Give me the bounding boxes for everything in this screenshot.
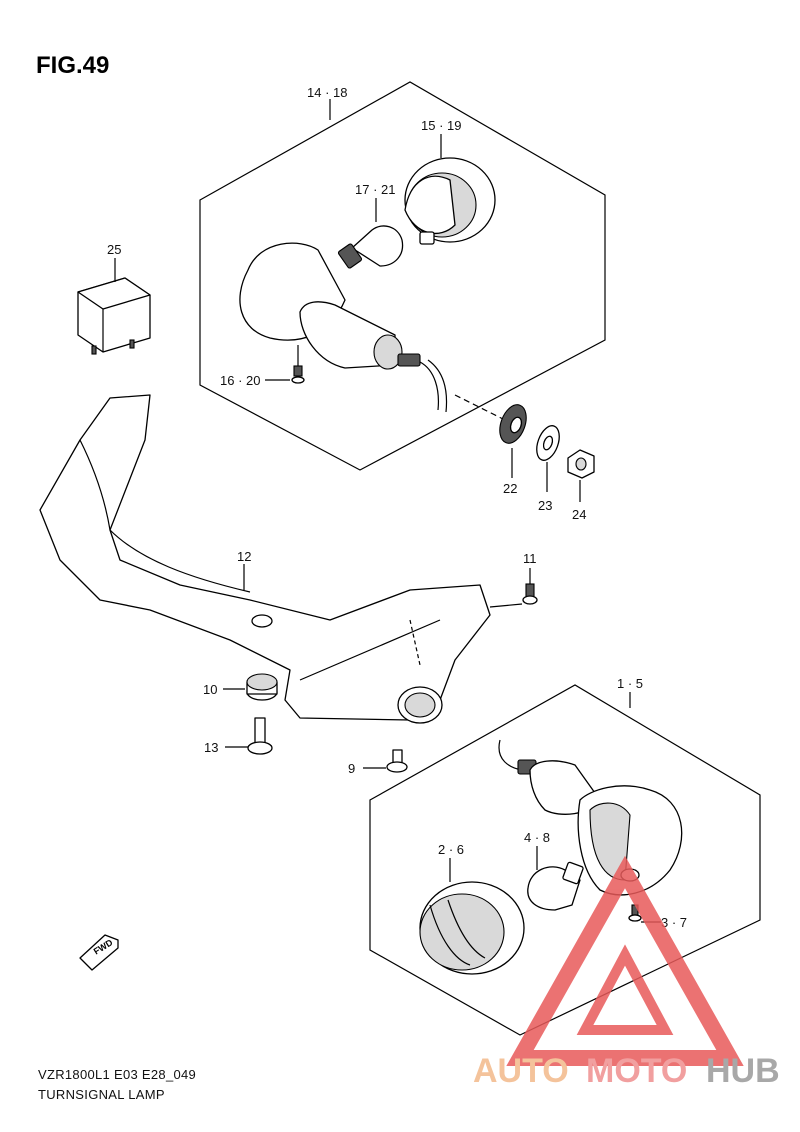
- washer-23: [536, 425, 560, 492]
- bulb-lower: [527, 846, 584, 911]
- fwd-direction-marker: FWD: [79, 934, 119, 971]
- bolt-13: [225, 717, 273, 755]
- turnsignal-housing-lower: [498, 739, 683, 896]
- callout-25: 25: [107, 242, 121, 257]
- automotohub-watermark: AUTO MOTO HUB: [473, 855, 780, 1090]
- turnsignal-housing-upper: [239, 242, 448, 413]
- callout-2-6: 2 · 6: [438, 842, 464, 857]
- footer-section-name: TURNSIGNAL LAMP: [38, 1087, 165, 1102]
- callout-4-8: 4 · 8: [524, 830, 550, 845]
- callout-16-20: 16 · 20: [220, 373, 260, 388]
- callout-13: 13: [204, 740, 218, 755]
- callout-10: 10: [203, 682, 217, 697]
- callout-3-7: 3 · 7: [661, 915, 687, 930]
- group-outline-lower: [369, 684, 761, 1036]
- lens-upper: [404, 134, 496, 245]
- bulb-upper: [337, 198, 404, 269]
- callout-22: 22: [503, 481, 517, 496]
- watermark-auto: AUTO: [473, 1052, 569, 1090]
- screw-11: [489, 568, 538, 608]
- group-outline-upper: [199, 81, 606, 471]
- nut-24: [567, 449, 595, 502]
- callout-1-5: 1 · 5: [617, 676, 643, 691]
- grommet-10: [223, 673, 278, 701]
- relay-25: [77, 258, 151, 355]
- callout-24: 24: [572, 507, 586, 522]
- bracket-12: [39, 394, 491, 724]
- screw-16-20: [265, 345, 305, 384]
- callout-23: 23: [538, 498, 552, 513]
- watermark-moto: MOTO: [586, 1052, 687, 1090]
- front-lamp-assembly-group: [369, 684, 761, 1036]
- callout-12: 12: [237, 549, 251, 564]
- grommet-22: [499, 404, 527, 478]
- lens-lower: [419, 858, 525, 975]
- callout-9: 9: [348, 761, 355, 776]
- figure-title: FIG.49: [36, 52, 109, 79]
- callout-14-18: 14 · 18: [307, 85, 347, 100]
- callout-17-21: 17 · 21: [355, 182, 395, 197]
- rear-lamp-assembly-group: [199, 81, 606, 471]
- footer-model-code: VZR1800L1 E03 E28_049: [38, 1067, 196, 1082]
- watermark-triangle-logo: [506, 855, 744, 1066]
- screw-9: [363, 749, 408, 773]
- callout-11: 11: [523, 551, 537, 566]
- callout-15-19: 15 · 19: [421, 118, 461, 133]
- watermark-hub: HUB: [706, 1052, 780, 1090]
